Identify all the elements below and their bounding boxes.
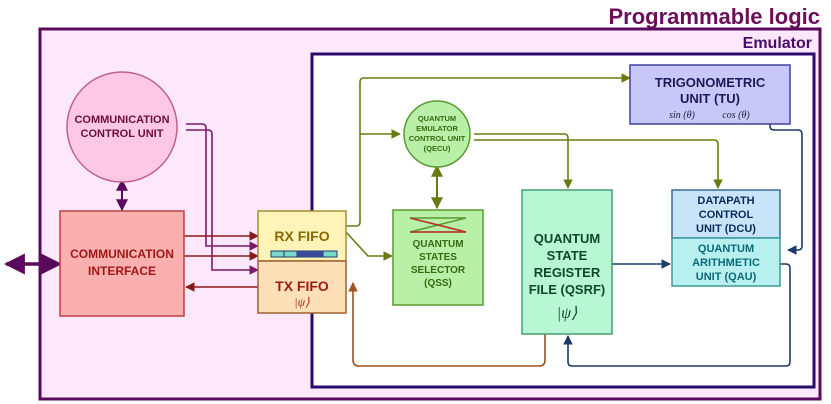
svg-text:|ψ⟩: |ψ⟩: [557, 305, 578, 322]
svg-text:RX FIFO: RX FIFO: [274, 228, 329, 244]
svg-text:UNIT (DCU): UNIT (DCU): [696, 223, 756, 235]
qecu-to-dcu-line: [474, 139, 723, 189]
rx-to-qss-line: [345, 231, 393, 261]
qau-to-qsrf-line: [563, 263, 791, 367]
communication-control-unit: COMMUNICATION CONTROL UNIT: [66, 71, 178, 183]
qsrf-to-tx-line: [348, 282, 546, 367]
svg-text:UNIT (TU): UNIT (TU): [680, 91, 740, 106]
svg-text:EMULATOR: EMULATOR: [416, 124, 458, 133]
quantum-arithmetic-unit: QUANTUM ARITHMETIC UNIT (QAU): [671, 237, 781, 287]
rx-fifo: RX FIFO: [257, 210, 347, 262]
svg-text:(QSS): (QSS): [424, 278, 452, 289]
svg-text:(QECU): (QECU): [424, 144, 451, 153]
tx-fifo: TX FIFO |ψ⟩: [257, 260, 347, 314]
svg-text:|ψ⟩: |ψ⟩: [294, 295, 310, 309]
svg-text:ARITHMETIC: ARITHMETIC: [692, 257, 760, 269]
rx-to-tu-line: [346, 73, 631, 227]
svg-text:SELECTOR: SELECTOR: [411, 265, 466, 276]
ccu-to-tx-line: [186, 129, 259, 275]
trigonometric-unit: TRIGONOMETRIC UNIT (TU) sin (θ) cos (θ): [629, 64, 791, 125]
svg-text:TX FIFO: TX FIFO: [275, 278, 329, 294]
svg-text:COMMUNICATION: COMMUNICATION: [70, 247, 174, 261]
qecu-to-qsrf-line: [474, 133, 573, 189]
svg-text:FILE (QSRF): FILE (QSRF): [529, 282, 606, 297]
datapath-control-unit: DATAPATH CONTROL UNIT (DCU): [671, 189, 781, 239]
svg-text:STATE: STATE: [547, 248, 588, 263]
svg-text:QUANTUM: QUANTUM: [534, 231, 600, 246]
svg-text:DATAPATH: DATAPATH: [697, 195, 754, 207]
svg-text:QUANTUM: QUANTUM: [418, 114, 456, 123]
svg-text:CONTROL UNIT: CONTROL UNIT: [81, 128, 164, 140]
emulator-title: Emulator: [743, 35, 812, 52]
programmable-logic-title: Programmable logic: [608, 4, 820, 29]
svg-text:CONTROL UNIT: CONTROL UNIT: [409, 134, 466, 143]
svg-text:UNIT (QAU): UNIT (QAU): [696, 271, 757, 283]
quantum-states-selector: QUANTUM STATES SELECTOR (QSS): [392, 209, 484, 306]
quantum-state-register-file: QUANTUM STATE REGISTER FILE (QSRF) |ψ⟩: [521, 189, 613, 335]
svg-text:INTERFACE: INTERFACE: [88, 264, 156, 278]
svg-text:cos (θ): cos (θ): [722, 110, 750, 121]
svg-text:STATES: STATES: [419, 252, 457, 263]
svg-text:COMMUNICATION: COMMUNICATION: [74, 114, 169, 126]
quantum-emulator-control-unit: QUANTUM EMULATOR CONTROL UNIT (QECU): [403, 100, 471, 168]
svg-text:sin (θ): sin (θ): [669, 110, 695, 121]
svg-text:REGISTER: REGISTER: [534, 265, 601, 280]
svg-text:QUANTUM: QUANTUM: [412, 239, 463, 250]
svg-text:TRIGONOMETRIC: TRIGONOMETRIC: [655, 75, 766, 90]
svg-text:QUANTUM: QUANTUM: [698, 243, 754, 255]
tu-to-qau-line: [769, 124, 803, 255]
svg-text:CONTROL: CONTROL: [699, 209, 754, 221]
communication-interface: COMMUNICATION INTERFACE: [59, 210, 185, 317]
ccu-to-rx-line: [186, 123, 259, 251]
